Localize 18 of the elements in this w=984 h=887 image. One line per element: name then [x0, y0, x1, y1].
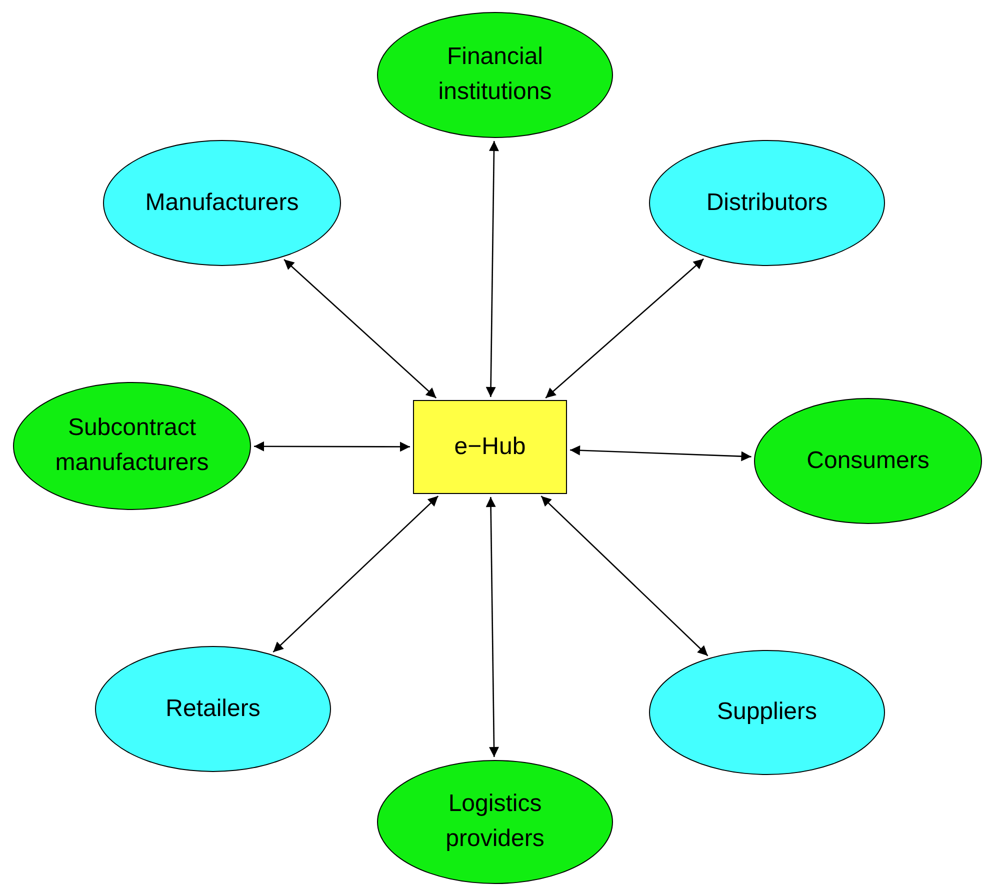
double-arrow	[284, 259, 437, 398]
node-label: Manufacturers	[145, 188, 299, 218]
hub-box	[413, 400, 567, 494]
double-arrow	[486, 141, 499, 397]
node-label: Consumers	[806, 446, 930, 476]
node-label: Distributors	[706, 188, 828, 218]
double-arrow	[570, 445, 752, 462]
node-label: Suppliers	[716, 697, 818, 728]
node-label: Financial institutions	[437, 42, 553, 107]
double-arrow	[540, 496, 708, 656]
node-label: Retailers	[166, 694, 260, 724]
node-label: Logistics providers	[444, 789, 546, 854]
node-label: Subcontract manufacturers	[54, 413, 210, 478]
double-arrow	[272, 496, 439, 653]
node-label: e−Hub	[454, 432, 526, 462]
double-arrow	[545, 258, 704, 398]
double-arrow	[254, 441, 410, 452]
double-arrow	[486, 497, 499, 757]
